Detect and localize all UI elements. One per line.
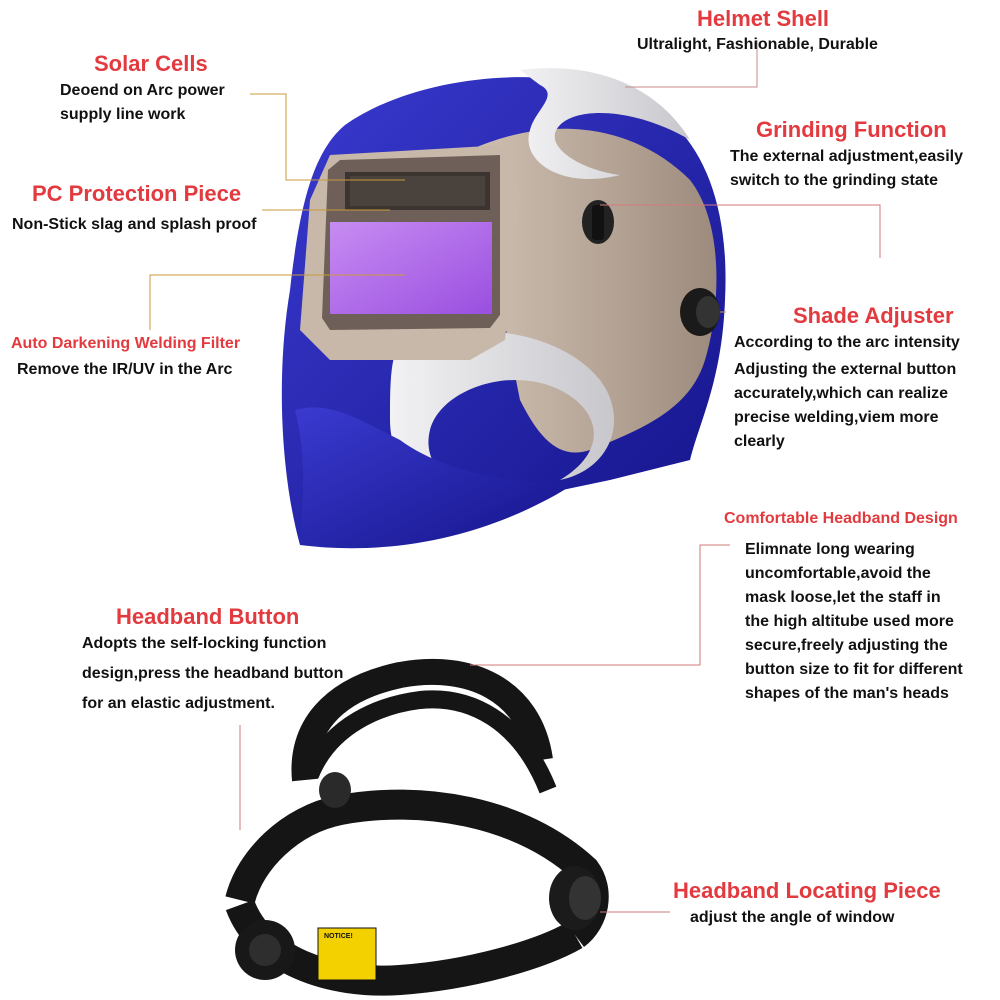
leader-solar-cells (250, 93, 405, 181)
notice-sticker (317, 927, 377, 981)
comfortable-headband-desc-7: shapes of the man's heads (745, 685, 949, 702)
solar-cells-desc-2: supply line work (60, 106, 186, 123)
shade-adjuster-knob (680, 288, 720, 336)
headband-button-desc-1: Adopts the self-locking function (82, 635, 327, 652)
shade-adjuster-desc-4: precise welding,viem more (734, 409, 939, 426)
headband-button-desc-3: for an elastic adjustment. (82, 695, 275, 712)
shade-adjuster-desc-3: accurately,which can realize (734, 385, 949, 402)
solar-cells-title: Solar Cells (94, 51, 208, 76)
pc-protection-title: PC Protection Piece (32, 181, 242, 206)
solar-cells-desc-1: Deoend on Arc power (60, 82, 225, 99)
grinding-knob (582, 200, 614, 244)
leader-lines (149, 40, 881, 913)
shade-adjuster-desc-1: According to the arc intensity (734, 334, 960, 351)
auto-darkening-title: Auto Darkening Welding Filter (11, 335, 241, 352)
helmet-chin (295, 407, 580, 549)
headband-locating-knob (549, 866, 601, 930)
grinding-desc-1: The external adjustment,easily (730, 148, 963, 165)
headband-button-desc-2: design,press the headband button (82, 665, 344, 682)
grinding-desc-2: switch to the grinding state (730, 172, 939, 189)
leader-helmet-shell (625, 40, 758, 88)
shade-adjuster-desc-5: clearly (734, 433, 785, 450)
helmet-shell-title: Helmet Shell (697, 6, 830, 31)
pc-protection-desc: Non-Stick slag and splash proof (12, 216, 257, 233)
leader-grinding (600, 204, 881, 258)
locating-piece-title: Headband Locating Piece (673, 878, 941, 903)
leader-comfortable (470, 544, 730, 666)
grinding-title: Grinding Function (756, 117, 947, 142)
helmet-swoosh-top (520, 68, 690, 179)
comfortable-headband-desc-6: button size to fit for different (745, 661, 963, 678)
comfortable-headband-desc-1: Elimnate long wearing (745, 541, 915, 558)
helmet-swoosh-bottom (390, 330, 615, 501)
headband (225, 658, 609, 996)
solar-cell-surface (350, 176, 485, 206)
comfortable-headband-desc-5: secure,freely adjusting the (745, 637, 948, 654)
adf-filter-lens (330, 222, 492, 314)
leader-auto-darkening (149, 274, 405, 330)
shade-adjuster-desc-2: Adjusting the external button (734, 361, 957, 378)
helmet-shell-desc: Ultralight, Fashionable, Durable (637, 36, 878, 53)
comfortable-headband-desc-2: uncomfortable,avoid the (745, 565, 931, 582)
headband-left-knob (235, 920, 295, 980)
welding-helmet (281, 68, 726, 549)
locating-piece-desc: adjust the angle of window (690, 909, 895, 926)
comfortable-headband-title: Comfortable Headband Design (724, 510, 958, 527)
notice-label: NOTICE! (324, 933, 353, 940)
auto-darkening-desc: Remove the IR/UV in the Arc (17, 361, 233, 378)
comfortable-headband-desc-4: the high altitube used more (745, 613, 954, 630)
comfortable-headband-desc-3: mask loose,let the staff in (745, 589, 941, 606)
headband-button-title: Headband Button (116, 604, 300, 629)
shade-adjuster-title: Shade Adjuster (793, 303, 954, 328)
headband-button (319, 772, 351, 808)
